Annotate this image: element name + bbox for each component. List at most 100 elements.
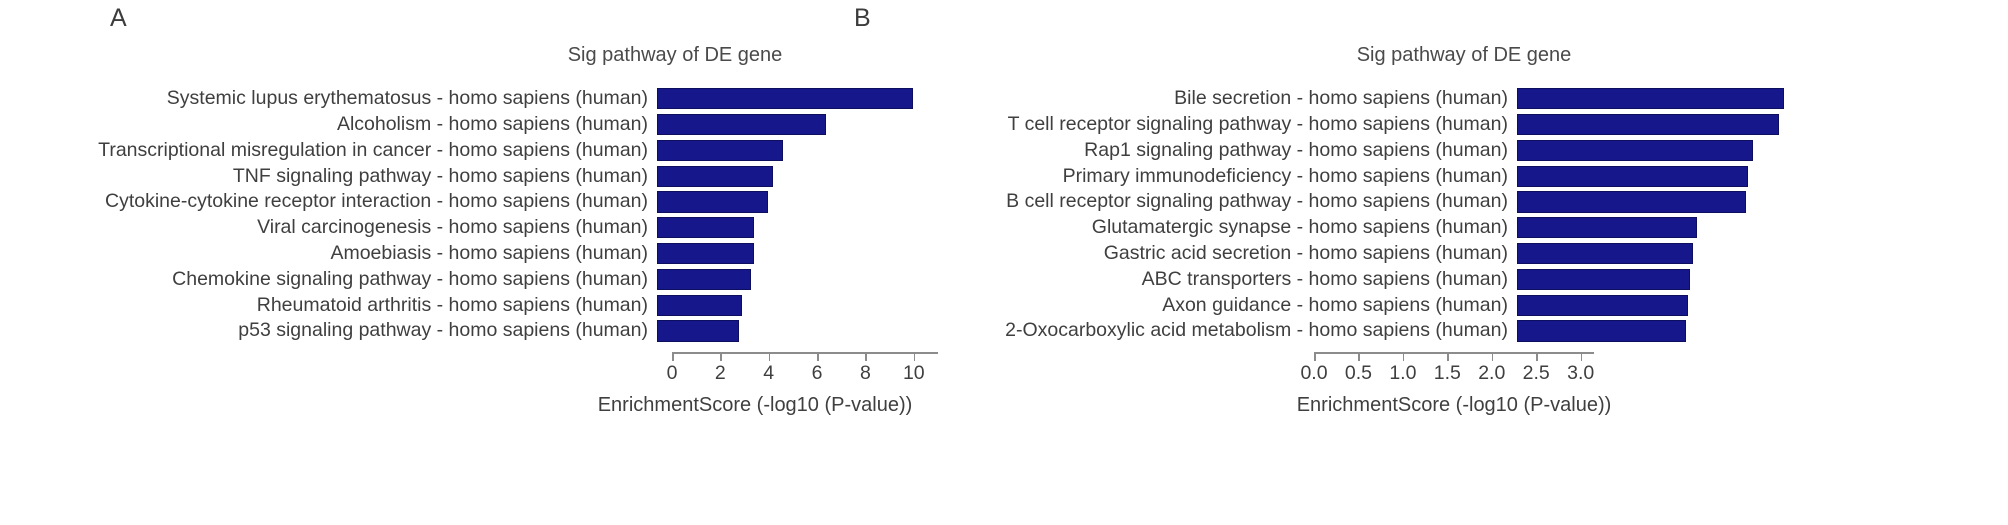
axis-tick [768, 352, 771, 361]
bar-track [657, 241, 940, 267]
bar [1517, 191, 1747, 213]
panel-b: B Sig pathway of DE gene Bile secretion … [854, 0, 2008, 525]
axis-tick-label: 1.0 [1389, 362, 1417, 384]
axis-tick-label: 8 [860, 362, 871, 384]
bar-row: 2-Oxocarboxylic acid metabolism - homo s… [814, 318, 1704, 344]
bar-track [1517, 138, 1754, 164]
axis-tick-label: 0 [666, 362, 678, 384]
bar [1517, 294, 1688, 316]
bar-track [657, 318, 940, 344]
category-label: Bile secretion - homo sapiens (human) [1174, 87, 1508, 110]
bar-track [1517, 318, 1704, 344]
bar-row: Viral carcinogenesis - homo sapiens (hum… [24, 215, 940, 241]
bar [1517, 113, 1780, 136]
panel-a-letter: A [110, 4, 127, 32]
bar-row: Systemic lupus erythematosus - homo sapi… [24, 86, 940, 112]
axis-tick-label: 0.0 [1300, 362, 1328, 384]
bar-track [1517, 189, 1747, 215]
panel-b-title: Sig pathway of DE gene [1356, 44, 1572, 66]
bar [1517, 268, 1691, 290]
bar [657, 320, 740, 342]
panel-a-axis-line [672, 352, 938, 354]
bar-track [657, 112, 940, 138]
axis-tick [865, 352, 868, 361]
category-label: Cytokine-cytokine receptor interaction -… [104, 190, 648, 213]
bar [1517, 217, 1697, 239]
bar-track [657, 189, 940, 215]
axis-tick [1536, 352, 1538, 361]
bar [657, 113, 827, 136]
axis-tick [1402, 352, 1405, 361]
panel-a-plot-area: Systemic lupus erythematosus - homo sapi… [24, 86, 940, 344]
bar [657, 191, 769, 213]
bar-track [1517, 215, 1704, 241]
bar-track [1517, 163, 1749, 189]
bar [1517, 88, 1784, 110]
category-label: TNF signaling pathway - homo sapiens (hu… [232, 164, 648, 187]
bar [657, 268, 752, 290]
bar-row: Bile secretion - homo sapiens (human) [814, 86, 1784, 112]
category-label: Viral carcinogenesis - homo sapiens (hum… [257, 216, 648, 239]
bar-track [657, 267, 940, 293]
panel-b-axis-title: EnrichmentScore (-log10 (P-value)) [1296, 394, 1612, 416]
bar [657, 217, 754, 239]
bar-row: Amoebiasis - homo sapiens (human) [24, 241, 940, 267]
axis-tick [1491, 352, 1494, 361]
category-label: Gastric acid secretion - homo sapiens (h… [1103, 241, 1508, 264]
category-label: Rheumatoid arthritis - homo sapiens (hum… [256, 293, 648, 316]
axis-tick-label: 6 [811, 362, 823, 384]
axis-tick-label: 1.5 [1433, 362, 1461, 384]
bar [657, 139, 783, 161]
category-label: Systemic lupus erythematosus - homo sapi… [166, 87, 648, 110]
bar-track [657, 163, 940, 189]
category-label: Primary immunodeficiency - homo sapiens … [1062, 164, 1508, 187]
axis-tick [1447, 352, 1449, 361]
bar [1517, 242, 1693, 265]
panel-a-bar-rows: Systemic lupus erythematosus - homo sapi… [24, 86, 940, 344]
panel-a: A Sig pathway of DE gene Systemic lupus … [24, 4, 940, 415]
category-label: Alcoholism - homo sapiens (human) [336, 112, 648, 135]
bar [657, 294, 742, 316]
bar-row: Gastric acid secretion - homo sapiens (h… [814, 241, 1704, 267]
bar-row: Cytokine-cytokine receptor interaction -… [24, 189, 940, 215]
axis-tick [913, 352, 916, 361]
category-label: Chemokine signaling pathway - homo sapie… [172, 267, 648, 290]
category-label: Rap1 signaling pathway - homo sapiens (h… [1084, 138, 1508, 161]
axis-tick-label: 3.0 [1567, 362, 1595, 384]
category-label: B cell receptor signaling pathway - homo… [1006, 190, 1508, 213]
bar-row: TNF signaling pathway - homo sapiens (hu… [24, 163, 940, 189]
bar-row: T cell receptor signaling pathway - homo… [814, 112, 1780, 138]
bar-track [1517, 86, 1784, 112]
bar-row: Chemokine signaling pathway - homo sapie… [24, 267, 940, 293]
panel-b-bar-rows: Bile secretion - homo sapiens (human)T c… [814, 86, 1784, 344]
bar-track [657, 86, 940, 112]
category-label: p53 signaling pathway - homo sapiens (hu… [238, 319, 648, 342]
category-label: T cell receptor signaling pathway - homo… [1007, 112, 1508, 135]
bar-row: Primary immunodeficiency - homo sapiens … [814, 163, 1749, 189]
axis-tick [1314, 352, 1316, 361]
axis-tick-label: 2.0 [1478, 362, 1506, 384]
category-label: 2-Oxocarboxylic acid metabolism - homo s… [1005, 319, 1508, 342]
bar [657, 88, 914, 110]
bar-track [657, 292, 940, 318]
axis-tick-label: 2 [714, 362, 726, 384]
axis-tick [1580, 352, 1583, 361]
bar-track [1517, 267, 1704, 293]
axis-tick [720, 352, 722, 361]
bar-track [1517, 292, 1704, 318]
bar-row: Axon guidance - homo sapiens (human) [814, 292, 1704, 318]
bar-track [1517, 112, 1780, 138]
bar-row: Glutamatergic synapse - homo sapiens (hu… [814, 215, 1704, 241]
panel-b-letter: B [854, 4, 871, 32]
axis-tick [817, 352, 819, 361]
axis-tick [1358, 352, 1361, 361]
bar [657, 242, 754, 265]
bar-track [1517, 241, 1704, 267]
bar-row: p53 signaling pathway - homo sapiens (hu… [24, 318, 940, 344]
bar-track [657, 138, 940, 164]
bar [657, 165, 774, 187]
axis-tick [672, 352, 674, 361]
category-label: Axon guidance - homo sapiens (human) [1162, 293, 1508, 316]
bar [1517, 320, 1686, 342]
